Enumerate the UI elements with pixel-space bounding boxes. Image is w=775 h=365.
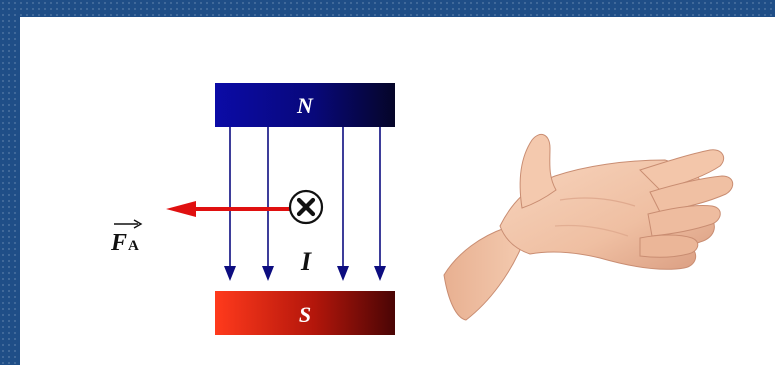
south-pole-label: S [299, 302, 311, 327]
vector-arrow-icon [114, 219, 143, 229]
field-line [374, 127, 386, 281]
current-label: I [300, 247, 312, 276]
north-pole-label: N [296, 93, 314, 118]
svg-text:FA: FA [110, 230, 139, 256]
cross-in-circle-icon [288, 189, 324, 225]
field-line [337, 127, 349, 281]
open-hand-icon [443, 133, 734, 321]
south-pole-magnet: S [215, 291, 395, 335]
field-line [262, 127, 274, 281]
north-pole-magnet: N [215, 83, 395, 127]
force-subscript: A [128, 238, 139, 254]
force-label: FA [110, 219, 143, 256]
field-line [224, 127, 236, 281]
force-arrow [166, 201, 290, 217]
force-symbol: F [110, 230, 127, 256]
magnetic-field-lines [224, 127, 386, 281]
